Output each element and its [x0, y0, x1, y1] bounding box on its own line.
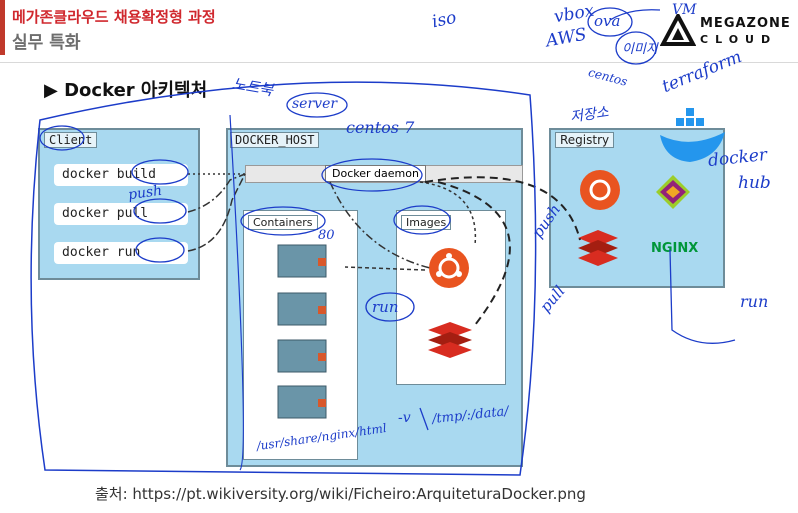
logo-text-cloud: CLOUD: [700, 33, 778, 46]
ubuntu-image-icon: [429, 248, 469, 288]
centos-icon: [656, 175, 690, 209]
cmd-docker-run: docker run: [54, 242, 188, 264]
container-icon-1: [277, 244, 327, 278]
note-ova: ova: [594, 12, 621, 30]
cmd-docker-pull: docker pull: [54, 203, 188, 225]
nginx-logo-text: NGINX: [651, 241, 698, 256]
docker-daemon-label: Docker daemon: [325, 165, 426, 182]
note-centos7: centos 7: [346, 118, 415, 137]
logo-text-megazone: MEGAZONE: [700, 16, 791, 31]
megazone-logo-icon: [660, 14, 696, 46]
note-option-v: -v: [398, 410, 411, 426]
containers-label: Containers: [248, 215, 318, 230]
docker-host-label: DOCKER_HOST: [230, 132, 320, 148]
images-label: Images: [401, 215, 452, 230]
docker-whale-icon: [660, 108, 725, 162]
container-icon-2: [277, 292, 327, 326]
note-image: 이미지: [622, 42, 658, 57]
course-title: 메가존클라우드 채용확정형 과정: [12, 8, 216, 26]
container-icon-3: [277, 339, 327, 373]
note-server: server: [292, 96, 338, 112]
course-subtitle: 실무 특화: [12, 33, 81, 53]
note-docker-hub-2: hub: [738, 173, 771, 193]
header-accent-bar: [0, 0, 5, 55]
registry-ubuntu-icon: [580, 170, 620, 210]
redis-image-icon: [428, 322, 472, 358]
note-run-images: run: [372, 298, 399, 316]
source-citation: 출처: https://pt.wikiversity.org/wiki/Fich…: [95, 485, 586, 503]
header-divider: [0, 62, 798, 63]
note-run-right: run: [740, 292, 769, 311]
registry-label: Registry: [555, 132, 615, 148]
note-port-80: 80: [318, 228, 335, 243]
note-vm: VM: [672, 2, 697, 18]
megazone-logo: MEGAZONE CLOUD: [660, 14, 791, 52]
container-icon-4: [277, 385, 327, 419]
registry-redis-icon: [578, 230, 618, 266]
client-panel: Client docker build docker pull docker r…: [38, 128, 200, 280]
